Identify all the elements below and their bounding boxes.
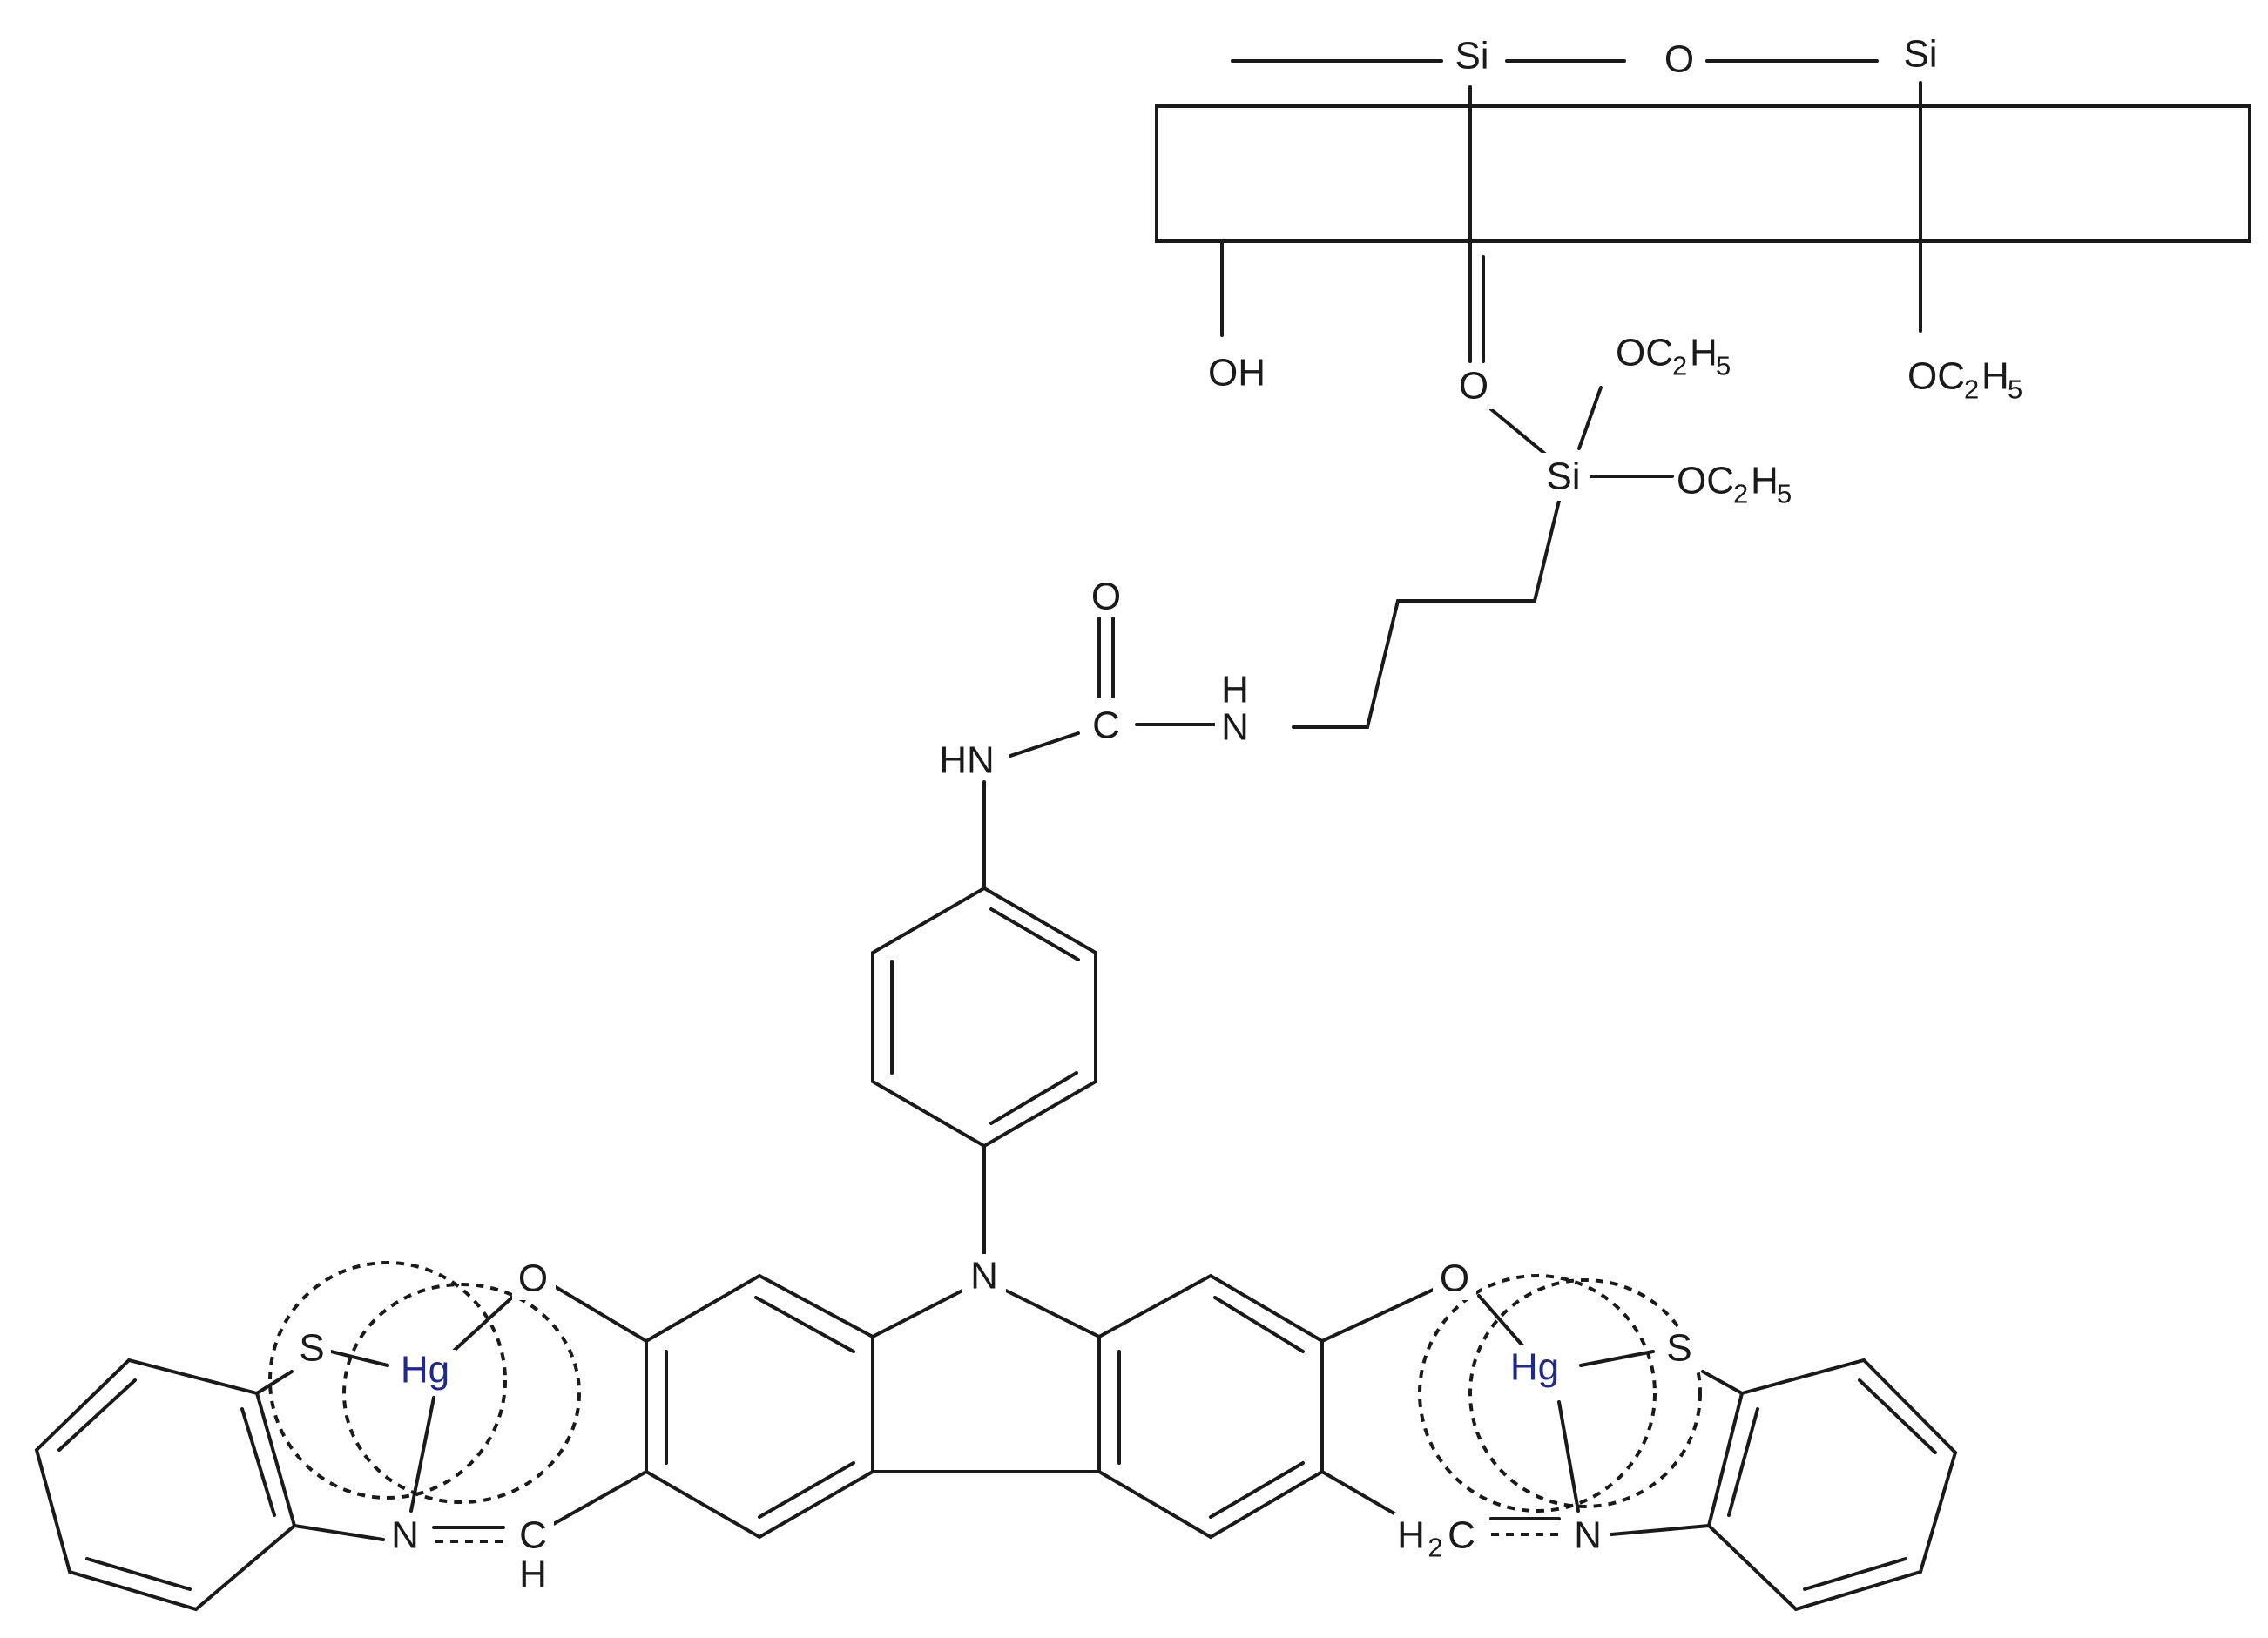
label-si-silane: Si [1546, 455, 1580, 498]
atom-labels: Si O Si OH O Si OC 2 H 5 OC 2 H 5 OC 2 [292, 33, 2022, 1596]
right-benzene-hexagon [1706, 1358, 1958, 1612]
bond-o-si-silane [1489, 408, 1548, 456]
left-benzene-hexagon [34, 1358, 297, 1612]
right-chelate-circle-b [1468, 1278, 1702, 1508]
label-h-urea: H [1221, 669, 1249, 711]
left-chelate-circle-b [342, 1283, 581, 1504]
label-n-right: N [1574, 1514, 1602, 1557]
svg-text:2: 2 [1733, 479, 1748, 509]
svg-text:H: H [1397, 1514, 1425, 1557]
label-hn: HN [939, 739, 995, 782]
svg-text:5: 5 [1716, 351, 1731, 381]
left-benzene-inner-3 [85, 1557, 192, 1591]
bond-hg-n-right [1557, 1400, 1580, 1513]
bond-ring-c-imine-left [549, 1470, 648, 1527]
svg-text:5: 5 [1777, 479, 1792, 509]
svg-text:2: 2 [1672, 351, 1687, 381]
left-substituents [549, 1285, 648, 1527]
right-mercury-chelate [1418, 1274, 1702, 1536]
bond-si-oet-top [1577, 386, 1603, 450]
svg-text:2: 2 [1428, 1533, 1442, 1563]
carbazole-left-ring [645, 1273, 874, 1540]
right-benzene-inner-3 [1727, 1407, 1759, 1517]
label-s-right: S [1666, 1327, 1691, 1370]
left-benzene-inner-1 [57, 1378, 137, 1452]
label-oet-surface-right: OC 2 H 5 [1907, 355, 2022, 405]
right-benzene-inner-1 [1858, 1378, 1937, 1454]
bond-hg-o-left [451, 1294, 516, 1353]
carbazole-pyrrole [871, 1289, 1101, 1473]
carbazole-core [645, 1273, 1324, 1540]
silica-surface [1155, 59, 2251, 363]
label-oet-top: OC 2 H 5 [1616, 332, 1731, 381]
bond-benzene-s-right [1701, 1370, 1744, 1395]
bond-hg-n-left [409, 1396, 435, 1513]
phenylene-hexagon [871, 886, 1097, 1149]
bond-c-hn [1009, 731, 1080, 758]
label-oh: OH [1208, 352, 1266, 394]
bond-benzene-n-right [1610, 1524, 1711, 1536]
bond-benzene-s-left [255, 1370, 294, 1395]
svg-text:C: C [1448, 1514, 1475, 1557]
svg-text:H: H [1751, 460, 1779, 502]
surface-rectangle [1155, 104, 2251, 243]
label-o-right: O [1440, 1257, 1469, 1300]
label-o-surface: O [1459, 365, 1488, 408]
left-benzene-inner-2 [240, 1407, 276, 1517]
right-benzene-inner-2 [1803, 1557, 1907, 1591]
right-ring-inner-1 [1213, 1296, 1305, 1353]
bond-ring-o-right [1320, 1285, 1441, 1343]
label-h-imine: H [519, 1554, 547, 1596]
propyl-chain [1292, 499, 1561, 729]
svg-text:OC: OC [1907, 355, 1965, 398]
svg-text:OC: OC [1616, 332, 1673, 374]
right-ring-inner-3 [1209, 1461, 1305, 1519]
svg-text:5: 5 [2008, 374, 2022, 405]
svg-text:H: H [1981, 355, 2009, 398]
label-si-left: Si [1455, 35, 1488, 78]
svg-text:2: 2 [1964, 374, 1979, 405]
right-chelate-circle-a [1418, 1274, 1657, 1513]
left-mercury-chelate [268, 1261, 581, 1543]
bond-s-hg-left [329, 1350, 389, 1367]
bond-ring-o-left [554, 1285, 648, 1343]
bond-benzene-n-left [293, 1524, 385, 1541]
label-hg-left: Hg [401, 1349, 449, 1392]
phenylene-ring [871, 886, 1097, 1256]
label-o-bridge: O [1664, 38, 1694, 81]
label-n-left: N [391, 1514, 419, 1557]
left-chelate-circle-a [268, 1261, 507, 1500]
label-h2c: H 2 C [1394, 1513, 1489, 1563]
label-si-right: Si [1903, 33, 1937, 76]
label-hg-right: Hg [1510, 1346, 1559, 1389]
svg-text:OC: OC [1677, 460, 1734, 502]
label-oet-silane-right: OC 2 H 5 [1677, 460, 1792, 509]
left-benzene-ring [34, 1358, 385, 1612]
phenylene-inner-1 [989, 907, 1080, 961]
label-o-urea: O [1091, 576, 1121, 618]
label-n-carbazole: N [970, 1255, 998, 1298]
bond-hg-s-right [1579, 1350, 1655, 1367]
label-n-urea: N [1221, 706, 1249, 749]
label-s-left: S [299, 1327, 324, 1370]
silane-linker [1292, 386, 1674, 729]
label-o-left: O [518, 1257, 548, 1300]
left-ring-inner-3 [758, 1461, 855, 1519]
svg-text:H: H [1690, 332, 1718, 374]
label-c-imine: C [519, 1514, 547, 1557]
right-benzene-ring [1610, 1358, 1958, 1612]
left-ring-inner-1 [754, 1296, 855, 1353]
bond-o-hg-right [1477, 1294, 1524, 1347]
phenylene-inner-2 [989, 1071, 1078, 1125]
urea-group [982, 617, 1217, 890]
carbazole-right-ring [1097, 1273, 1324, 1540]
label-c-urea: C [1092, 704, 1120, 747]
